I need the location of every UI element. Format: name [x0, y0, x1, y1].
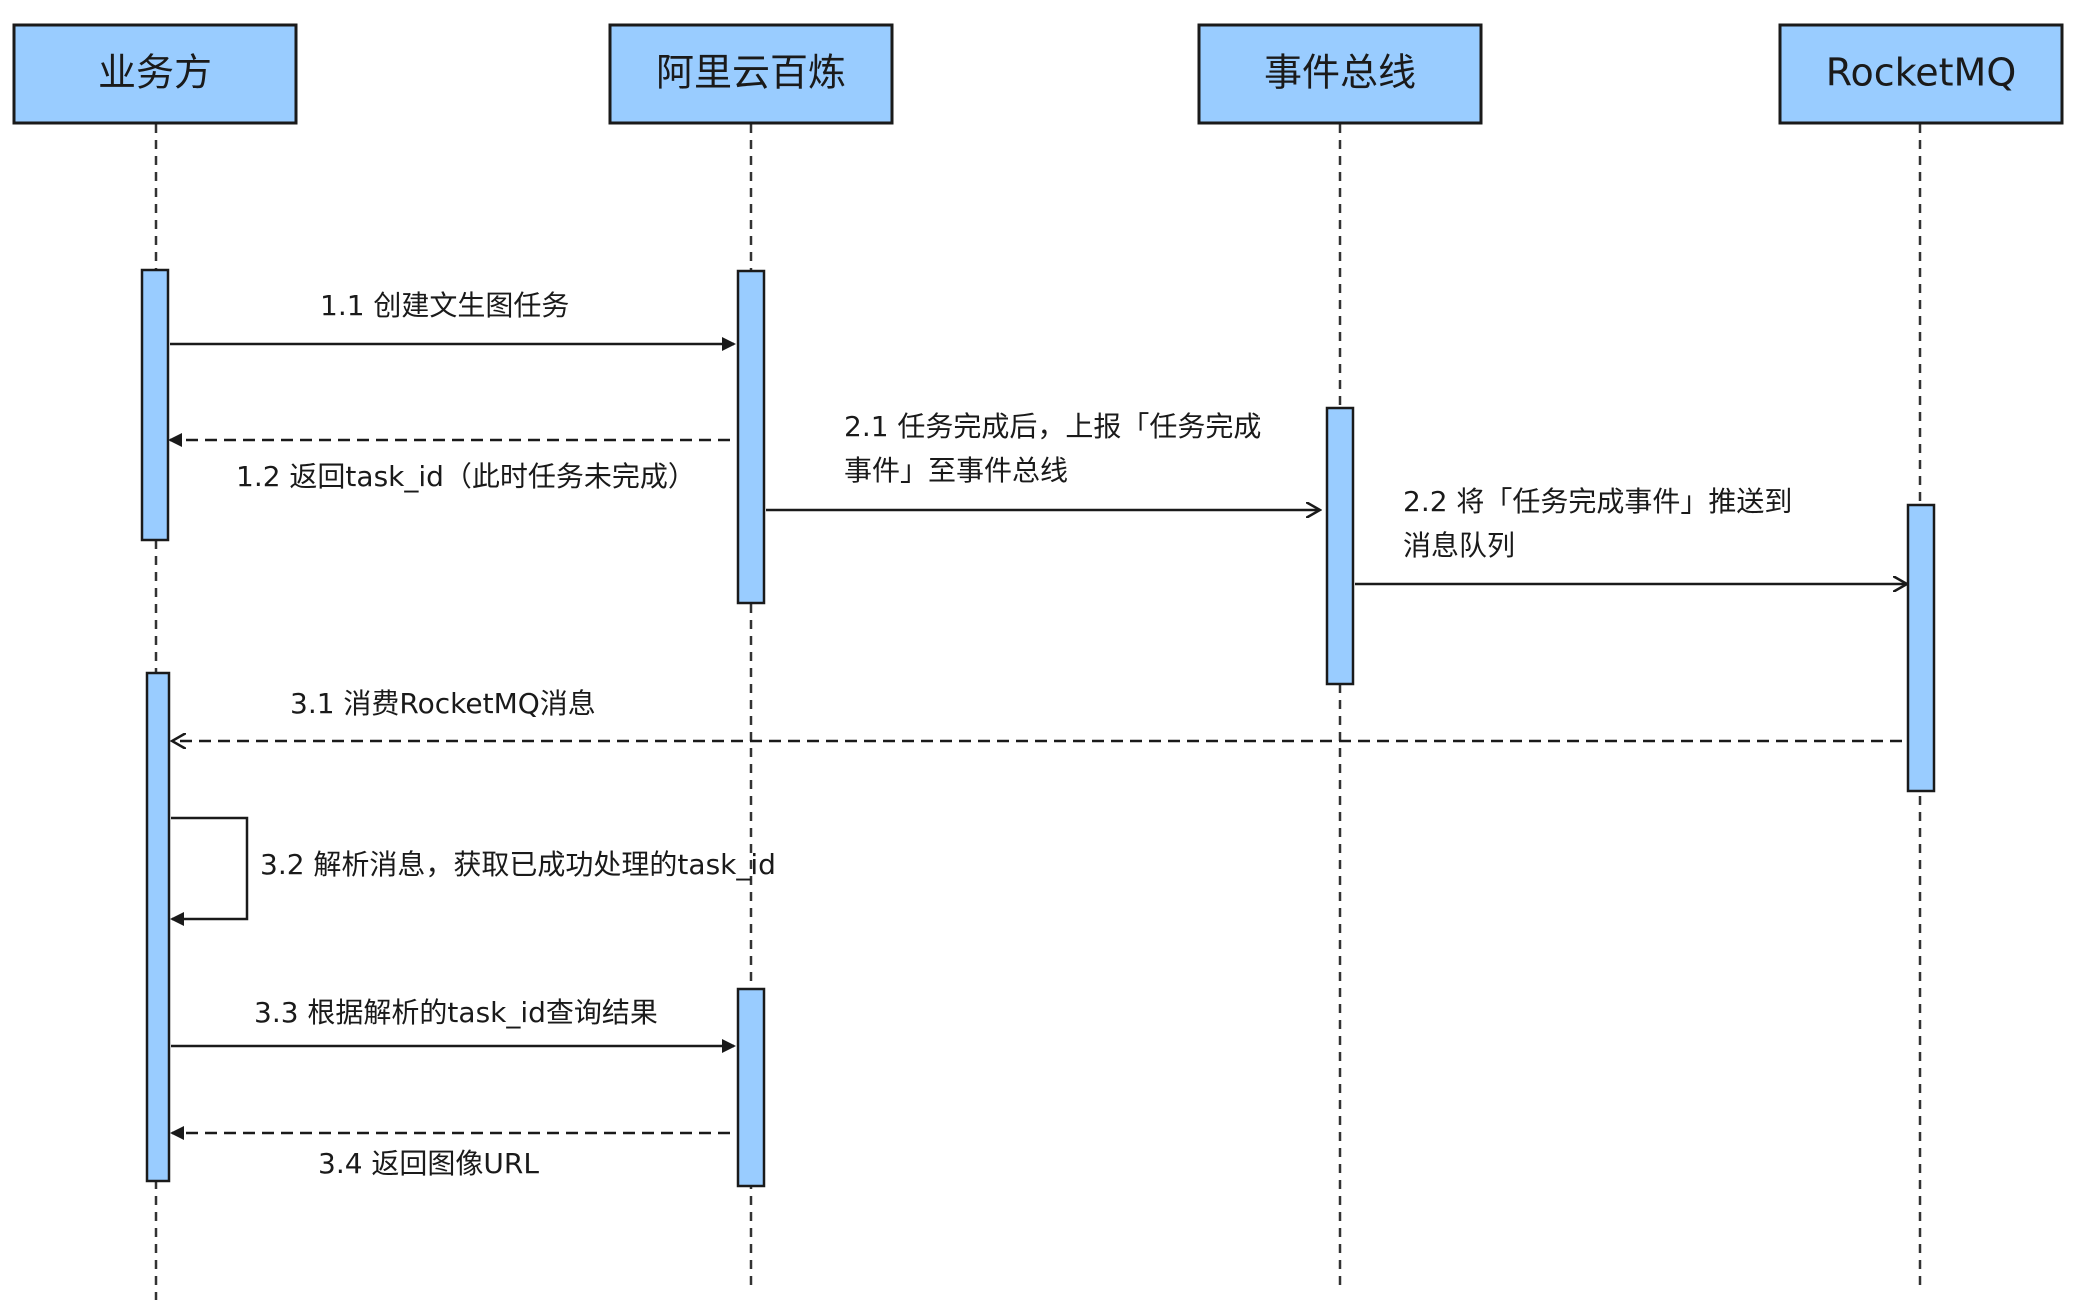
- activation-rocketmq-1: [1906, 503, 1936, 793]
- activation-bailian-1: [736, 269, 766, 605]
- message-label-3-3: 3.3 根据解析的task_id查询结果: [254, 996, 658, 1029]
- actor-bailian-label: 阿里云百炼: [656, 51, 846, 95]
- message-label-2-1-line-1: 2.1 任务完成后，上报「任务完成: [844, 410, 1261, 443]
- actor-bailian: 阿里云百炼: [608, 23, 894, 125]
- message-label-3-1: 3.1 消费RocketMQ消息: [290, 687, 596, 720]
- message-label-1-1: 1.1 创建文生图任务: [320, 289, 569, 322]
- message-label-2-2-line-2: 消息队列: [1403, 529, 1515, 562]
- message-label-2-2-line-1: 2.2 将「任务完成事件」推送到: [1403, 485, 1792, 518]
- message-label-3-2: 3.2 解析消息，获取已成功处理的task_id: [260, 848, 776, 881]
- message-arrow-3-2: [170, 816, 249, 926]
- activation-business-1: [140, 268, 170, 542]
- activation-eventbus-1: [1325, 406, 1355, 686]
- actor-rocketmq-label: RocketMQ: [1826, 51, 2016, 95]
- actor-eventbus-label: 事件总线: [1264, 51, 1416, 95]
- activation-business-2: [145, 671, 171, 1183]
- message-label-2-1-line-2: 事件」至事件总线: [844, 454, 1068, 487]
- message-label-1-2: 1.2 返回task_id（此时任务未完成）: [236, 460, 696, 493]
- message-label-3-4: 3.4 返回图像URL: [318, 1147, 539, 1180]
- actor-rocketmq: RocketMQ: [1778, 23, 2064, 125]
- actor-business: 业务方: [12, 23, 298, 125]
- actor-eventbus: 事件总线: [1197, 23, 1483, 125]
- activation-bailian-2: [736, 987, 766, 1188]
- actor-business-label: 业务方: [98, 51, 212, 95]
